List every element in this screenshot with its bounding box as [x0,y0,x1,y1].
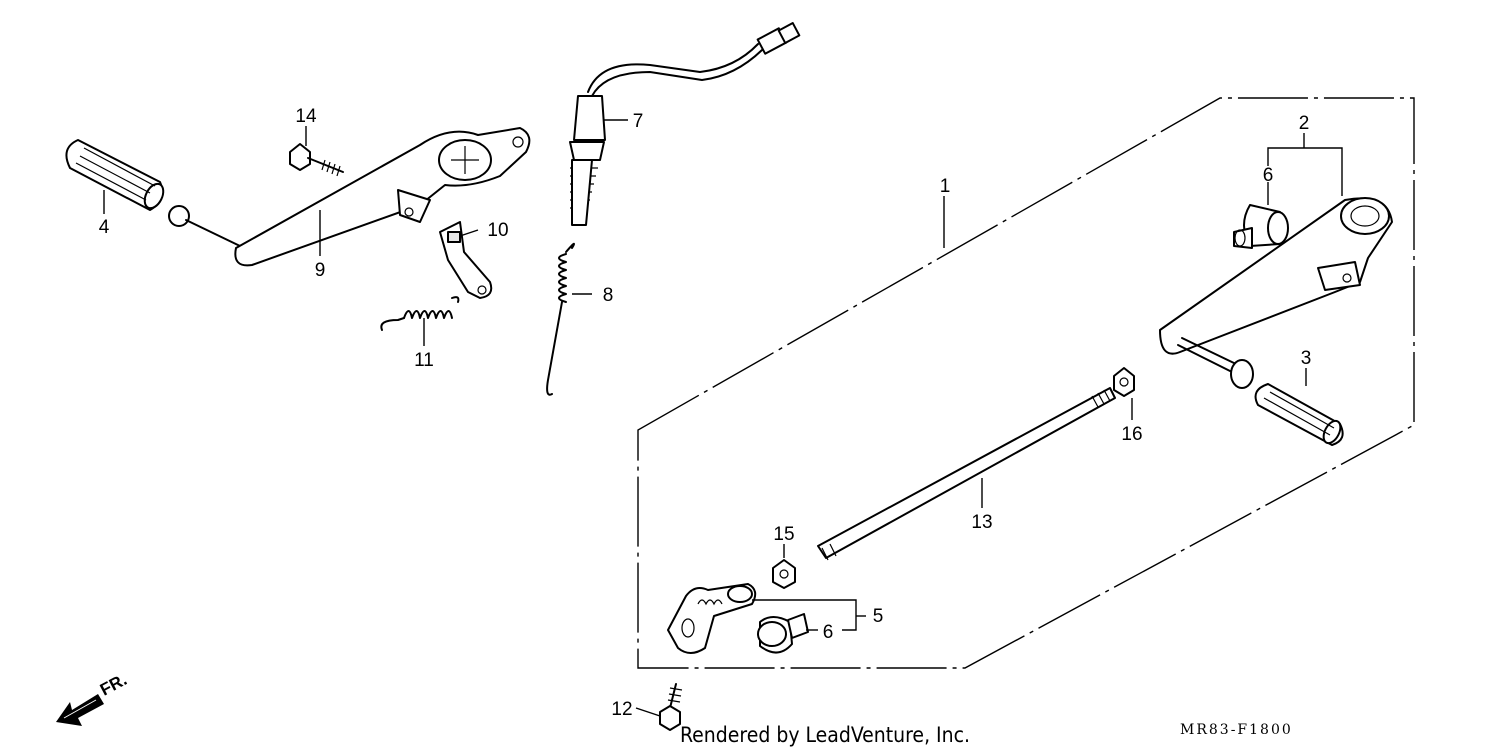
flange-bolt[interactable] [659,683,683,731]
linkage-rod[interactable] [817,387,1116,561]
callout-10: 10 [487,220,508,241]
stop-switch[interactable] [569,22,801,226]
callout-14: 14 [295,106,317,127]
callout-3: 3 [1301,348,1312,369]
rod-nut-lower[interactable] [772,559,796,589]
callout-16: 16 [1121,424,1142,445]
assembly-boundary [637,97,1415,669]
pivot-collar-lower[interactable] [757,613,809,654]
rod-nut-upper[interactable] [1113,367,1135,397]
callout-2: 2 [1299,113,1310,134]
left-pedal-arm[interactable] [168,127,531,267]
diagram-code: MR83-F1800 [1180,722,1293,738]
callout-1: 1 [940,176,951,197]
leader-lines [103,119,1343,717]
rod-end-joint[interactable] [667,583,757,654]
callout-4: 4 [99,217,110,238]
render-credit: Rendered by LeadVenture, Inc. [680,723,970,747]
callout-7: 7 [633,111,644,132]
callout-9: 9 [315,260,326,281]
callout-11: 11 [414,350,434,371]
footpeg-rubber-right[interactable] [1254,383,1344,446]
callout-6-lower: 6 [823,622,834,643]
callout-13: 13 [971,512,992,533]
pivot-collar-upper[interactable] [1233,204,1289,249]
callout-5: 5 [873,606,884,627]
switch-spring[interactable] [546,242,575,396]
front-direction-label: FR. [97,670,130,700]
right-pedal-arm[interactable] [1159,197,1393,389]
return-spring[interactable] [380,296,460,331]
callout-12: 12 [611,699,632,720]
callout-15: 15 [773,524,794,545]
front-arrow-icon [56,694,104,726]
mounting-bolt[interactable] [289,143,344,177]
callout-8: 8 [603,285,614,306]
callout-6-upper: 6 [1263,165,1274,186]
footpeg-rubber-left[interactable] [65,139,167,211]
switch-bracket[interactable] [439,221,493,299]
